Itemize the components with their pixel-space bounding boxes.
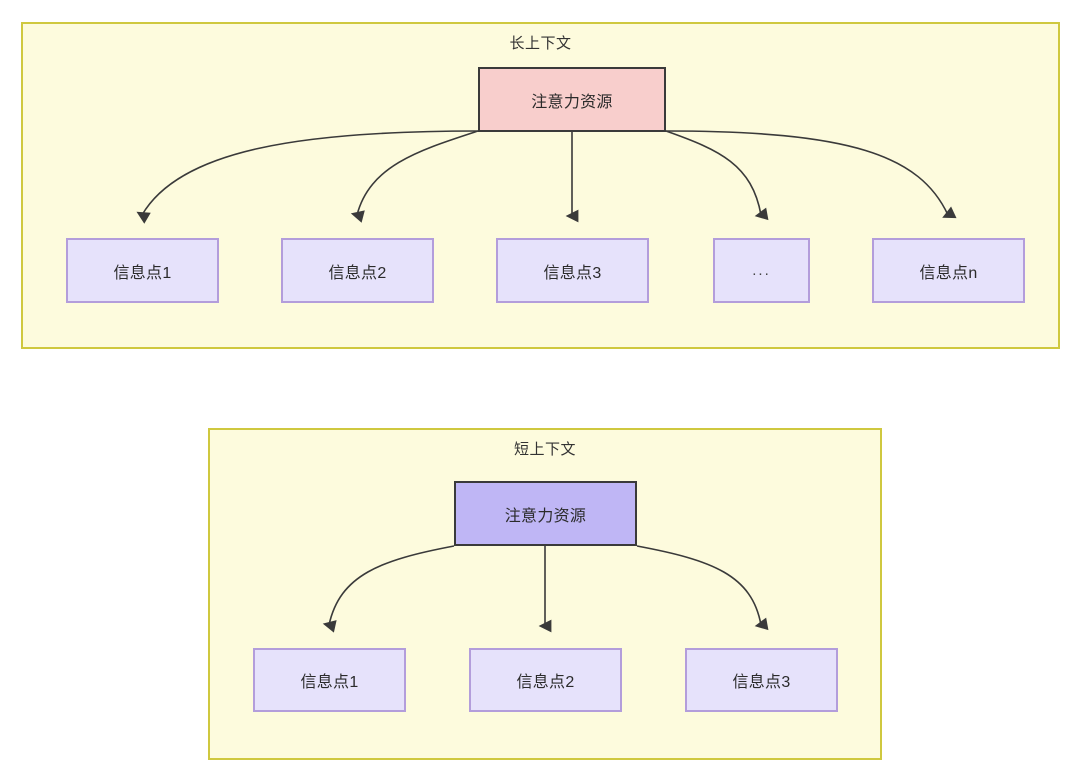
node-info-point-ellipsis-long[interactable]: ... bbox=[713, 238, 810, 303]
node-info-point-3-long[interactable]: 信息点3 bbox=[496, 238, 649, 303]
node-info-point-1-short[interactable]: 信息点1 bbox=[253, 648, 406, 712]
node-info-point-1-long[interactable]: 信息点1 bbox=[66, 238, 219, 303]
node-attention-resource-long[interactable]: 注意力资源 bbox=[478, 67, 666, 132]
node-info-point-n-long[interactable]: 信息点n bbox=[872, 238, 1025, 303]
node-info-point-3-short[interactable]: 信息点3 bbox=[685, 648, 838, 712]
panel-short-context-title: 短上下文 bbox=[513, 441, 576, 458]
node-info-point-2-long[interactable]: 信息点2 bbox=[281, 238, 434, 303]
panel-long-context-title: 长上下文 bbox=[509, 35, 572, 52]
node-attention-resource-short[interactable]: 注意力资源 bbox=[454, 481, 637, 546]
node-info-point-2-short[interactable]: 信息点2 bbox=[469, 648, 622, 712]
